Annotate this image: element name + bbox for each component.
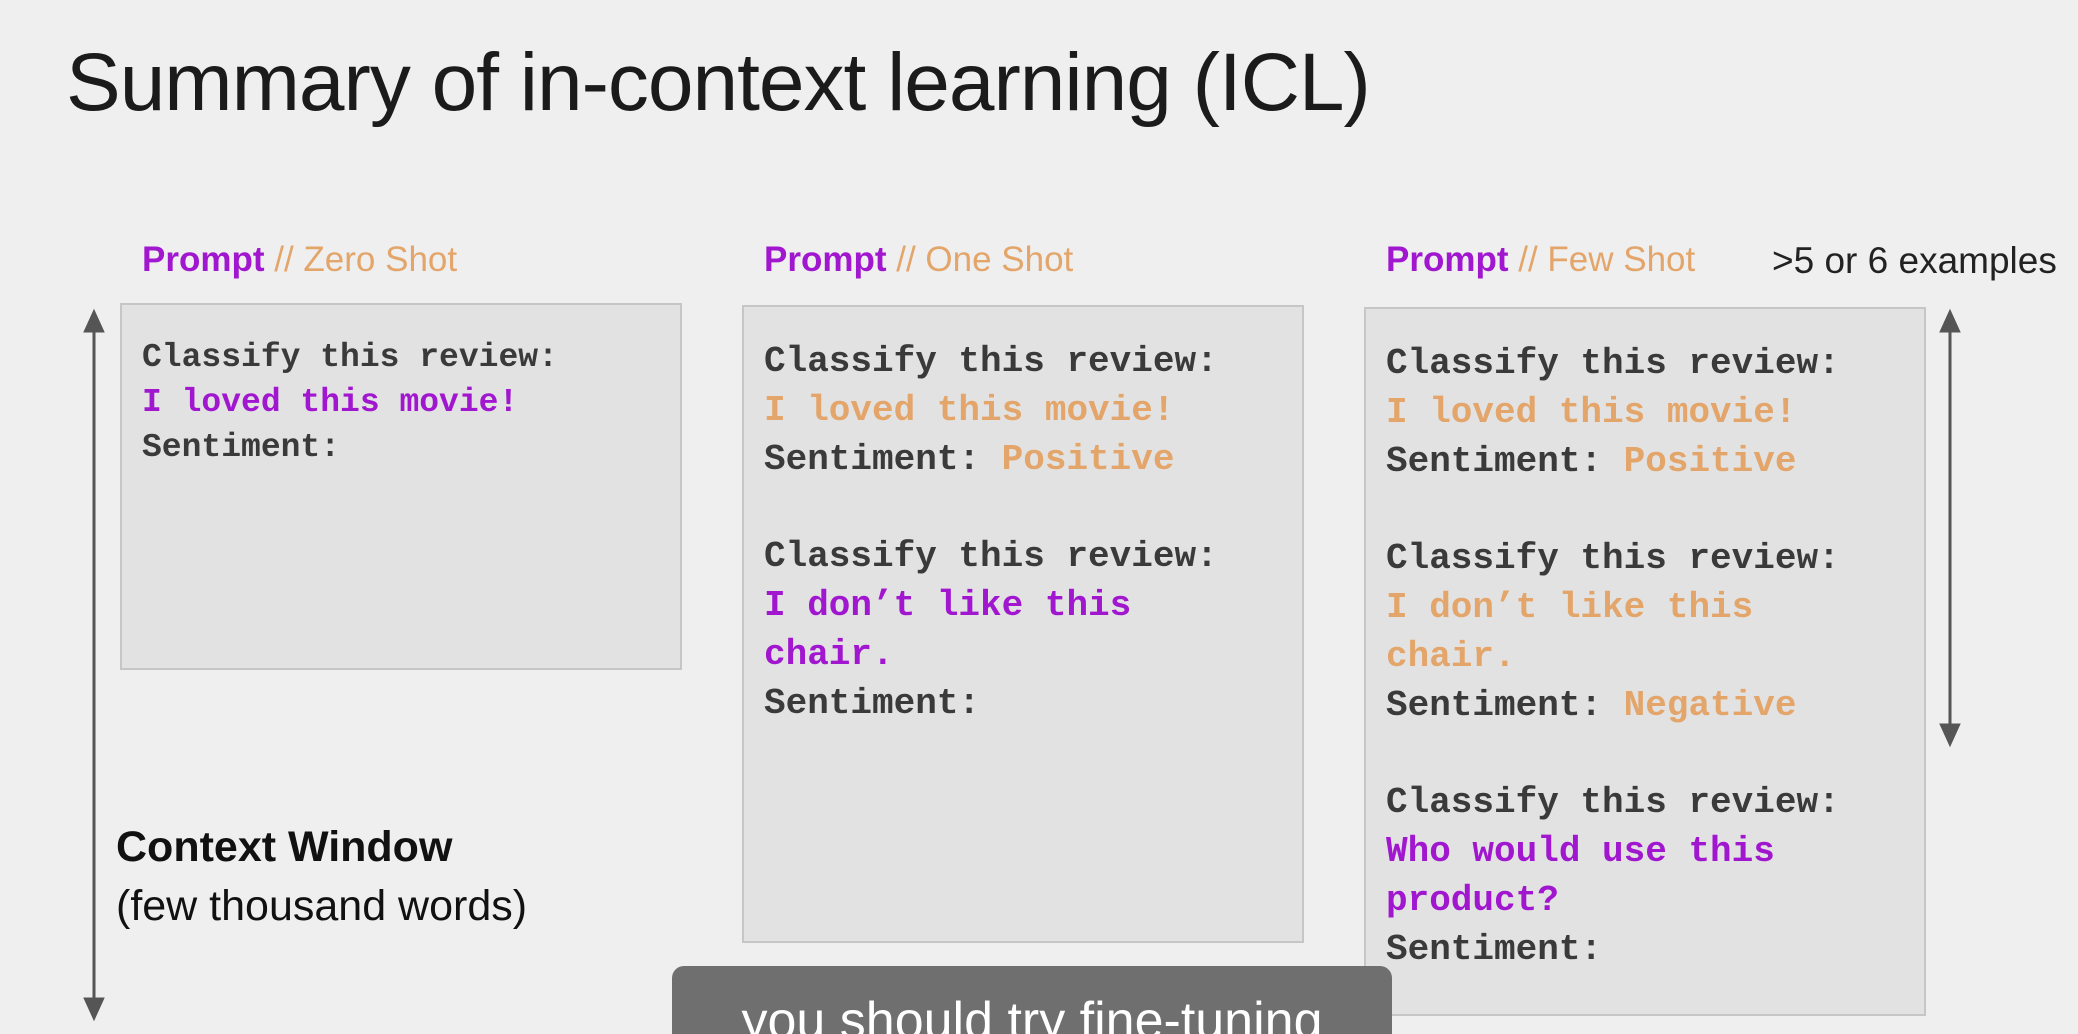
prompt-label: Prompt [142, 240, 265, 279]
prompt-line: Classify this review: [1386, 782, 1840, 823]
prompt-line: Sentiment: [1386, 929, 1603, 970]
prompt-line: I don’t like this [1386, 587, 1754, 628]
sentiment-label: Sentiment: [764, 439, 1002, 480]
context-window-title: Context Window [116, 823, 453, 871]
examples-range-arrow [1939, 308, 1961, 748]
prompt-line: I loved this movie! [1386, 392, 1797, 433]
sentiment-label: Sentiment: [1386, 441, 1624, 482]
one-shot-prompt-box: Classify this review: I loved this movie!… [742, 305, 1304, 943]
prompt-label: Prompt [1386, 240, 1509, 279]
shot-label: // Zero Shot [274, 240, 458, 279]
prompt-line: Sentiment: Positive [764, 435, 1302, 484]
prompt-line: product? [1386, 880, 1559, 921]
prompt-line: I loved this movie! [764, 390, 1175, 431]
prompt-line: Classify this review: [1386, 538, 1840, 579]
prompt-line: Sentiment: [142, 429, 341, 466]
sentiment-value: Negative [1623, 685, 1797, 726]
prompt-line: Classify this review: [1386, 343, 1840, 384]
prompt-label: Prompt [764, 240, 887, 279]
few-shot-prompt-box: Classify this review: I loved this movie!… [1364, 307, 1926, 1016]
prompt-line: Classify this review: [764, 536, 1218, 577]
zero-shot-prompt-box: Classify this review: I loved this movie!… [120, 303, 682, 670]
prompt-line: I loved this movie! [142, 384, 519, 421]
prompt-line: chair. [1386, 636, 1516, 677]
prompt-line: Classify this review: [764, 341, 1218, 382]
examples-note: >5 or 6 examples [1772, 240, 2057, 281]
sentiment-value: Positive [1001, 439, 1175, 480]
prompt-line: chair. [764, 634, 894, 675]
prompt-line: Classify this review: [142, 339, 558, 376]
prompt-line: Sentiment: Positive [1386, 437, 1924, 486]
slide-title: Summary of in-context learning (ICL) [66, 37, 1371, 128]
zero-shot-header: Prompt // Zero Shot [142, 240, 457, 280]
prompt-line: Sentiment: Negative [1386, 681, 1924, 730]
prompt-line: Who would use this [1386, 831, 1775, 872]
shot-label: // Few Shot [1518, 240, 1696, 279]
few-shot-header: Prompt // Few Shot [1386, 240, 1695, 280]
context-window-subtitle: (few thousand words) [116, 882, 528, 930]
prompt-line: I don’t like this [764, 585, 1132, 626]
shot-label: // One Shot [896, 240, 1074, 279]
sentiment-value: Positive [1623, 441, 1797, 482]
video-caption: you should try fine-tuning [672, 966, 1392, 1034]
sentiment-label: Sentiment: [1386, 685, 1624, 726]
prompt-line: Sentiment: [764, 683, 981, 724]
one-shot-header: Prompt // One Shot [764, 240, 1073, 280]
context-window-arrow [83, 308, 105, 1022]
